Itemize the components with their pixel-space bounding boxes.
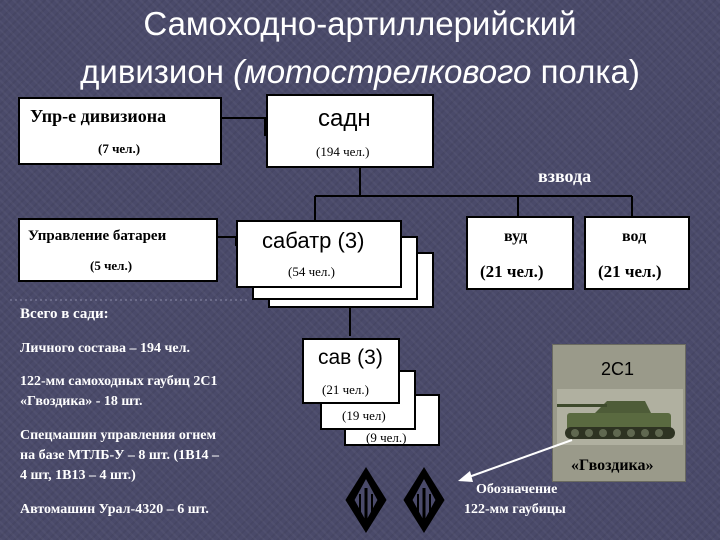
vod-box: вод (21 чел.) <box>584 216 690 290</box>
page-subtitle: дивизион (мотострелкового полка) <box>0 52 720 92</box>
sabatr-label: сабатр (3) <box>262 228 365 253</box>
vehicle-caption-2: 122-мм гаубицы <box>464 502 566 517</box>
summary-heading: Всего в сади: <box>20 306 109 322</box>
summary-howitzers-2: «Гвоздика» - 18 шт. <box>20 394 143 409</box>
battery-command-count: (5 чел.) <box>90 258 133 273</box>
battery-command-box: Управление батареи (5 чел.) <box>18 218 218 282</box>
gvozdika-vehicle-icon <box>557 389 683 445</box>
sadn-label: садн <box>318 105 371 132</box>
title-line1: Самоходно-артиллерийский <box>143 5 577 42</box>
platoons-label: взвода <box>538 166 592 186</box>
arrow-head-icon <box>458 471 473 482</box>
summary-special-3: 4 шт, 1В13 – 4 шт.) <box>20 468 136 483</box>
title-line2-paren: (мотострелкового <box>233 53 532 90</box>
sav-box: сав (3) (21 чел.) <box>302 338 400 404</box>
division-command-count: (7 чел.) <box>98 141 141 156</box>
title-line2-main: дивизион <box>80 53 224 90</box>
division-command-label: Упр-е дивизиона <box>30 106 167 126</box>
sav-count-2: (19 чел) <box>342 408 386 423</box>
sav-count-3: (9 чел.) <box>366 430 407 445</box>
sabatr-box: сабатр (3) (54 чел.) <box>236 220 402 288</box>
sav-label: сав (3) <box>318 346 383 369</box>
vehicle-name: «Гвоздика» <box>571 457 654 474</box>
title-line2-end: полка) <box>540 53 640 90</box>
sadn-box: садн (194 чел.) <box>266 94 434 168</box>
summary-special-2: на базе МТЛБ-У – 8 шт. (1В14 – <box>20 448 220 463</box>
summary-personnel: Личного состава – 194 чел. <box>20 341 190 356</box>
vud-count: (21 чел.) <box>480 262 544 281</box>
vod-count: (21 чел.) <box>598 262 662 281</box>
howitzer-symbols <box>345 467 445 533</box>
sabatr-count: (54 чел.) <box>288 264 335 279</box>
division-command-box: Упр-е дивизиона (7 чел.) <box>18 97 222 165</box>
page-title: Самоходно-артиллерийский <box>0 4 720 44</box>
vod-label: вод <box>622 228 647 245</box>
vehicle-panel: 2С1 «Гвоздика» <box>552 344 686 482</box>
vud-box: вуд (21 чел.) <box>466 216 574 290</box>
howitzer-symbol-icon <box>345 467 387 533</box>
summary-trucks: Автомашин Урал-4320 – 6 шт. <box>20 502 209 517</box>
summary-howitzers-1: 122-мм самоходных гаубиц 2С1 <box>20 374 218 389</box>
vehicle-model: 2С1 <box>601 359 635 379</box>
sadn-count: (194 чел.) <box>316 144 370 159</box>
battery-command-label: Управление батареи <box>28 228 167 244</box>
sav-count: (21 чел.) <box>322 382 369 397</box>
vehicle-caption-1: Обозначение <box>476 482 558 497</box>
summary-special-1: Спецмашин управления огнем <box>20 428 217 443</box>
howitzer-symbol-icon-2 <box>403 467 445 533</box>
vud-label: вуд <box>504 228 528 245</box>
